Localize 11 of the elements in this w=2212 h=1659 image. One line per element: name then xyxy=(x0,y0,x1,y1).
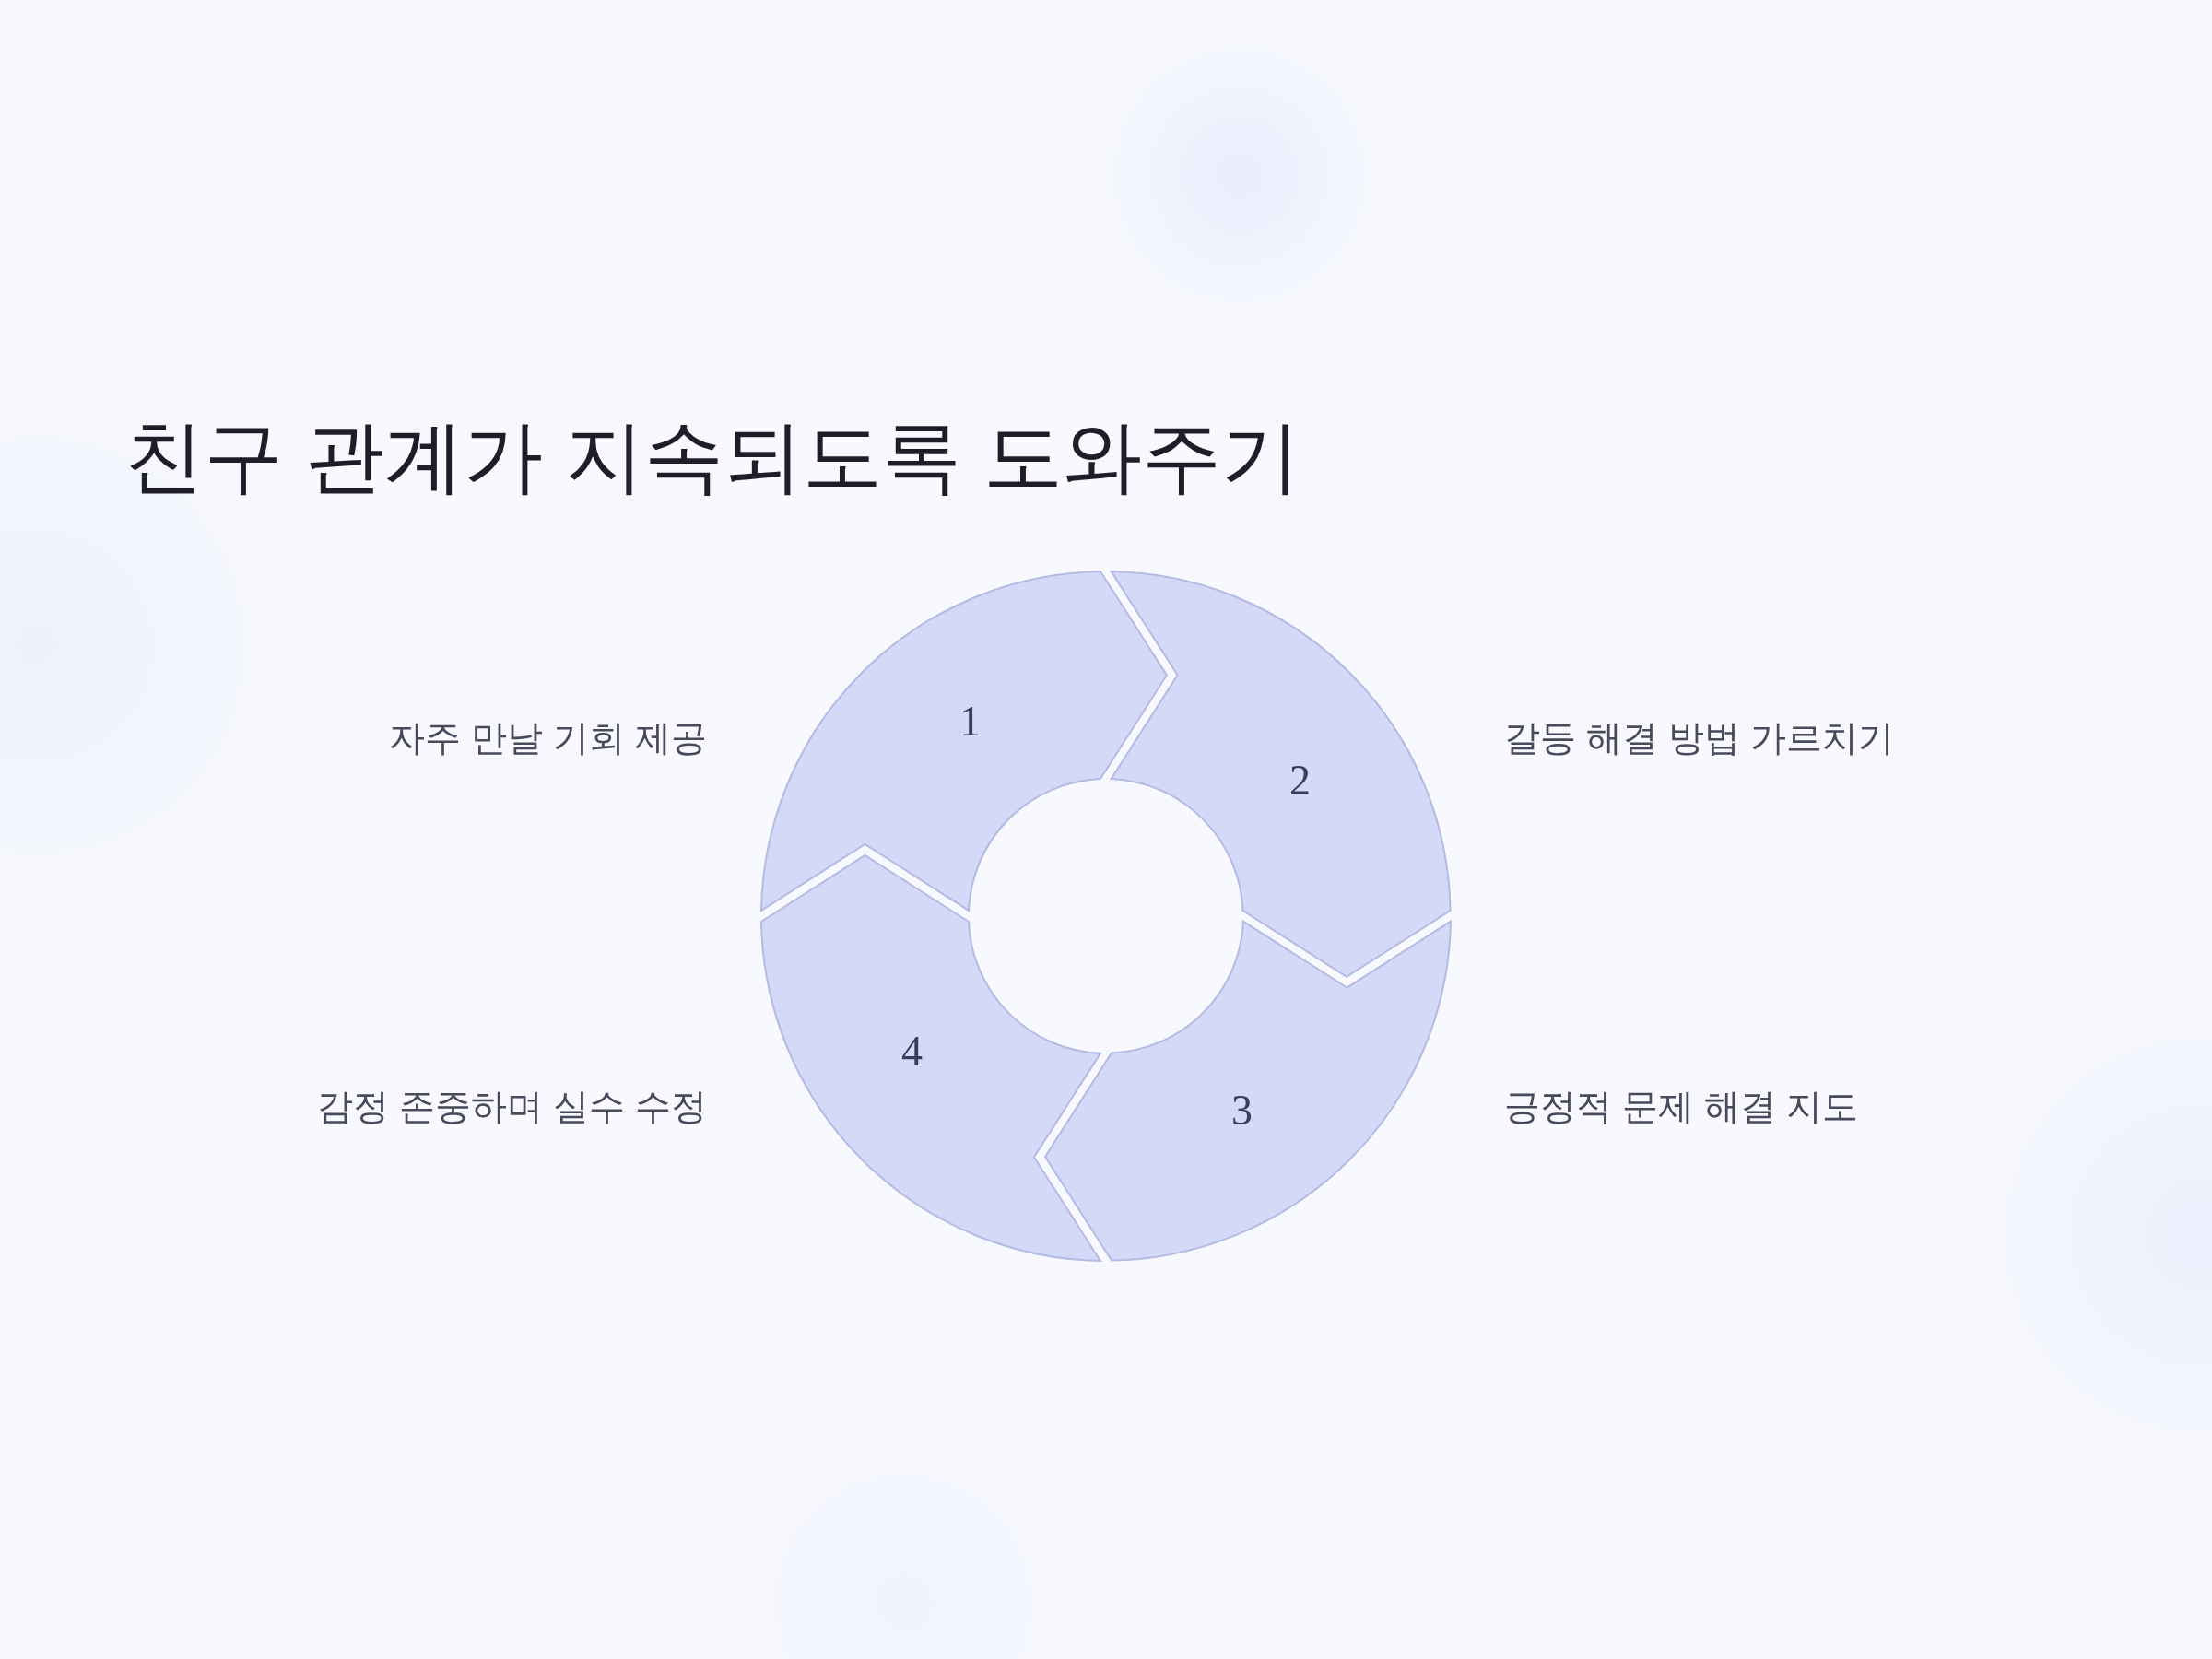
step-label: 갈등 해결 방법 가르치기 xyxy=(1504,719,1894,756)
step-number: 4 xyxy=(900,1030,923,1074)
step-number: 1 xyxy=(959,700,982,744)
title: 친구 관계가 지속되도록 도와주기 xyxy=(124,417,1300,496)
step-number: 3 xyxy=(1230,1088,1253,1132)
step-label: 감정 존중하며 실수 수정 xyxy=(317,1088,707,1124)
step-label: 자주 만날 기회 제공 xyxy=(389,719,707,756)
step-number: 2 xyxy=(1289,759,1311,802)
cycle-segment xyxy=(1107,571,1452,978)
cycle-segment xyxy=(1044,917,1452,1262)
step-label: 긍정적 문제 해결 지도 xyxy=(1504,1088,1858,1124)
